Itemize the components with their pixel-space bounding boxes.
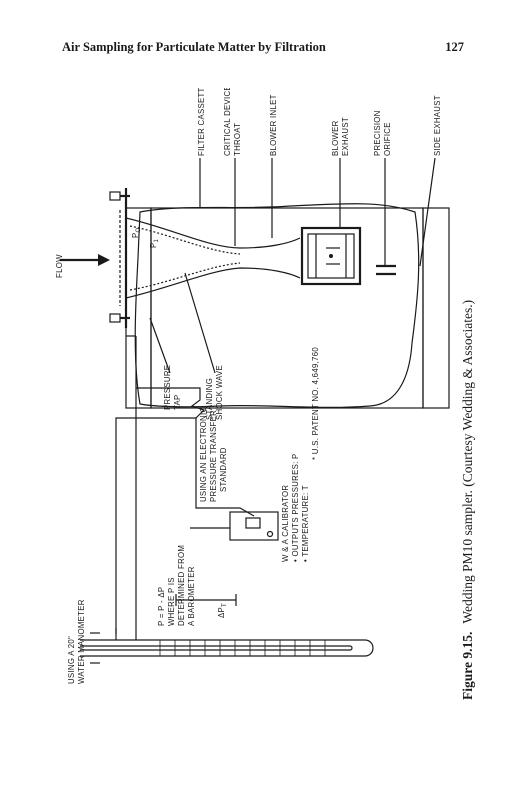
label-pressure: PRESSURE bbox=[163, 365, 172, 410]
label-where: WHERE P IS bbox=[167, 577, 176, 626]
label-using-electronic: USING AN ELECTRONIC bbox=[199, 407, 208, 502]
label-precision: PRECISION bbox=[373, 110, 382, 156]
label-patent: * U.S. PATENT NO. 4,649,760 bbox=[311, 347, 320, 460]
label-water-manometer: WATER MANOMETER bbox=[77, 599, 86, 684]
label-delta-pt: ΔPT bbox=[217, 603, 228, 618]
figure-caption: Figure 9.15.Wedding PM10 sampler. (Court… bbox=[460, 300, 475, 700]
label-standing: STANDING bbox=[205, 378, 214, 420]
label-standard: STANDARD bbox=[219, 447, 228, 492]
label-barometer: A BAROMETER bbox=[187, 566, 196, 626]
leader-lines bbox=[149, 157, 436, 374]
label-tap: TAP bbox=[173, 395, 182, 411]
sampler-housing bbox=[125, 203, 450, 409]
label-orifice: ORIFICE bbox=[383, 122, 392, 156]
label-temperature: • TEMPERATURE: T bbox=[301, 485, 310, 562]
label-using-a: USING A 20" bbox=[67, 636, 76, 684]
label-flow: FLOW bbox=[55, 254, 64, 278]
label-equation: P = P - ΔP bbox=[157, 587, 166, 626]
label-p0: PO bbox=[131, 227, 142, 238]
label-filter-cassette: FILTER CASSETTE bbox=[197, 88, 206, 156]
label-blower: BLOWER bbox=[331, 120, 340, 156]
label-throat: THROAT bbox=[233, 123, 242, 156]
figure-wedding-sampler: FLOW FILTER CASSETTE CRITICAL DEVICE * T… bbox=[55, 88, 475, 700]
label-blower-inlet: BLOWER INLET bbox=[269, 94, 278, 156]
venturi-throat bbox=[125, 217, 301, 299]
label-calibrator: W & A CALIBRATOR bbox=[281, 485, 290, 562]
label-side-exhaust: SIDE EXHAUST bbox=[433, 95, 442, 156]
precision-orifice bbox=[376, 264, 396, 276]
pressure-tubing bbox=[115, 350, 255, 634]
water-manometer bbox=[80, 594, 374, 664]
page-number: 127 bbox=[445, 40, 464, 54]
label-shock-wave: SHOCK WAVE bbox=[215, 365, 224, 420]
pressure-tap bbox=[126, 335, 137, 350]
label-critical-device: CRITICAL DEVICE * bbox=[223, 88, 232, 156]
electronic-calibrator bbox=[190, 511, 279, 541]
label-p1: P1 bbox=[149, 238, 160, 248]
label-blower-exhaust: EXHAUST bbox=[341, 117, 350, 156]
label-determined: DETERMINED FROM bbox=[177, 545, 186, 626]
blower bbox=[300, 226, 362, 286]
page-header: Air Sampling for Particulate Matter by F… bbox=[62, 40, 464, 60]
label-pressure-transfer: PRESSURE TRANSFER bbox=[209, 410, 218, 502]
running-title: Air Sampling for Particulate Matter by F… bbox=[62, 40, 326, 54]
filter-cassette bbox=[109, 188, 130, 328]
flow-arrow bbox=[60, 254, 110, 266]
label-outputs: • OUTPUTS PRESSURES: P bbox=[291, 453, 300, 562]
